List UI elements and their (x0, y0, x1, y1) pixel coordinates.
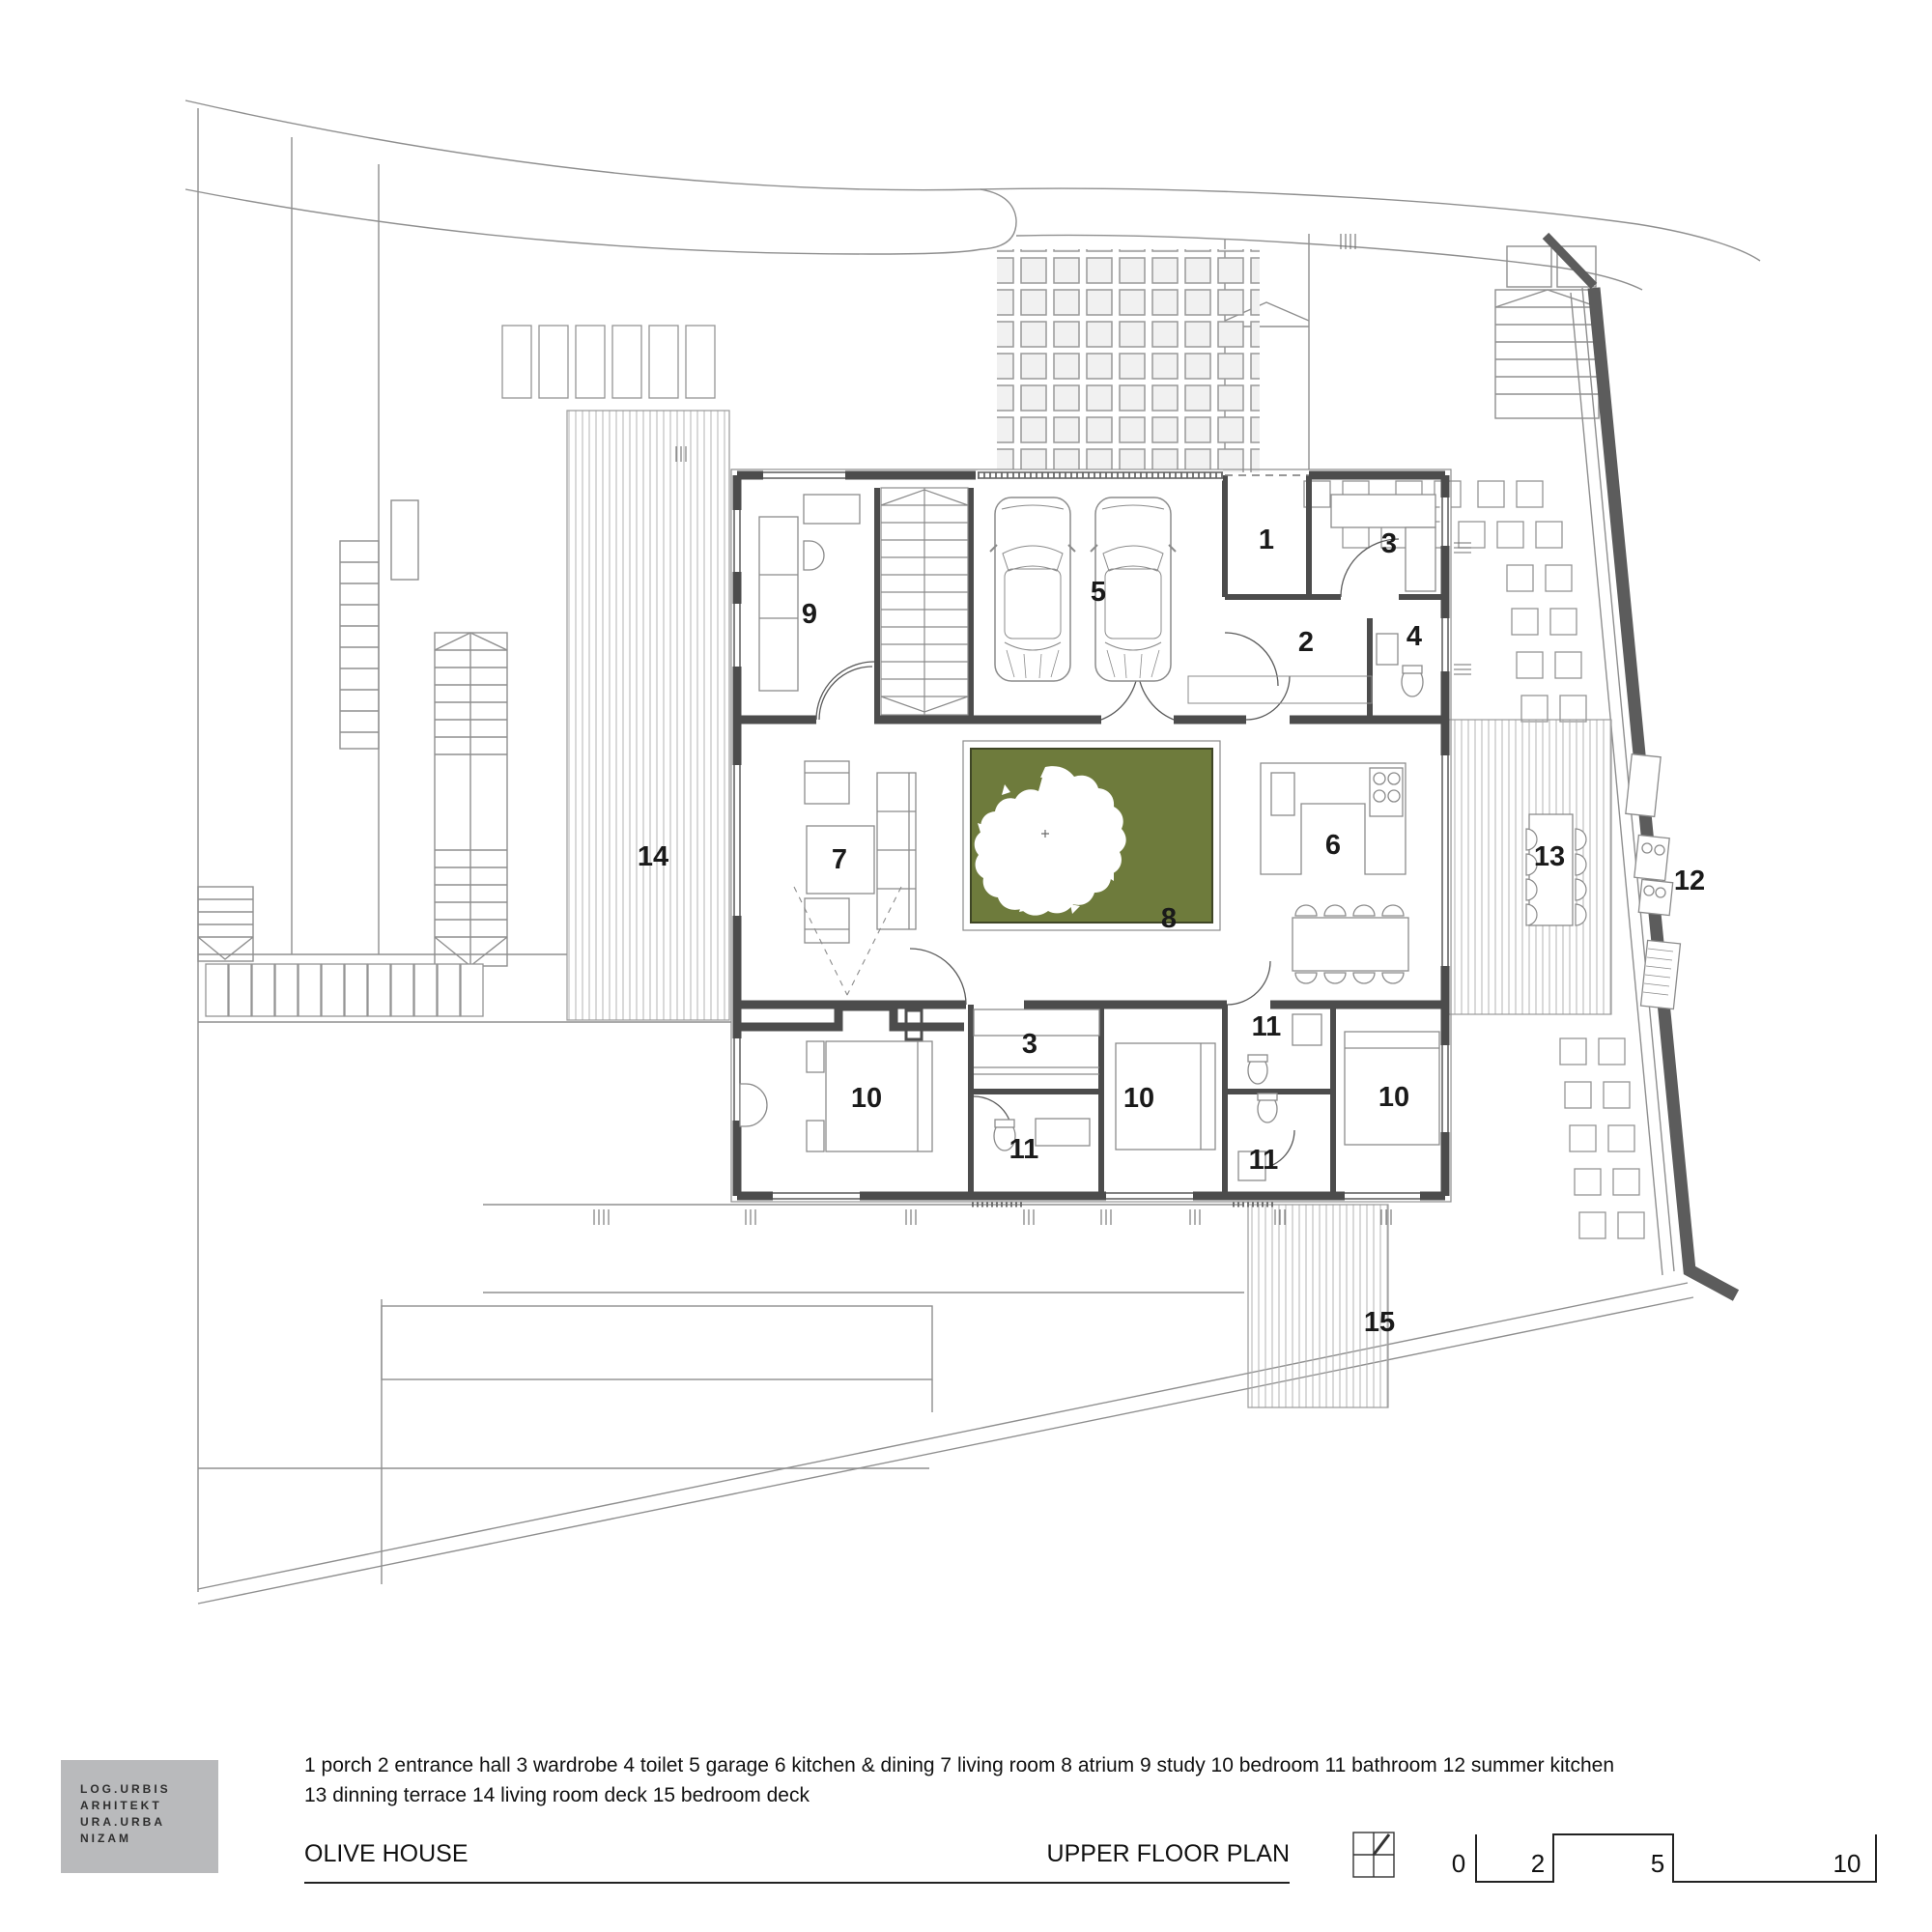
living-south-niche (737, 1002, 964, 1032)
room-label-summer-kitchen: 12 (1674, 866, 1705, 896)
niche-window (904, 1009, 923, 1041)
title-row: OLIVE HOUSE UPPER FLOOR PLAN (304, 1840, 1290, 1868)
atrium (962, 740, 1221, 931)
site-stairs-top-right (1494, 245, 1600, 419)
top-right-fixtures (1187, 494, 1436, 704)
room-label-living-room: 7 (832, 844, 847, 875)
logo-line-3: URA.URBA (80, 1815, 165, 1829)
road-edge-outer (185, 99, 1761, 262)
living-room-furniture (793, 760, 917, 996)
room-label-dining-terrace: 13 (1534, 841, 1565, 872)
room-label-bathroom-3: 11 (1249, 1145, 1279, 1176)
deck-14-living-room (566, 410, 730, 1021)
project-title: OLIVE HOUSE (304, 1840, 469, 1867)
room-label-living-deck: 14 (638, 841, 668, 872)
room-label-bedroom-1: 10 (851, 1083, 882, 1114)
room-label-study: 9 (802, 599, 817, 630)
room-label-porch: 1 (1259, 525, 1274, 555)
room-label-wardrobe-bottom: 3 (1022, 1029, 1037, 1060)
logo-line-2: ARHITEKT (80, 1799, 162, 1812)
scale-bar: 0 2 5 10 (1452, 1833, 1877, 1883)
north-icon (1352, 1832, 1395, 1878)
room-label-entrance-hall: 2 (1298, 627, 1314, 658)
sheet-title: UPPER FLOOR PLAN (1046, 1840, 1290, 1867)
site-context (185, 99, 1761, 1605)
room-label-atrium: 8 (1161, 903, 1177, 934)
logo-line-4: NIZAM (80, 1832, 131, 1845)
olive-tree-canopy (974, 766, 1126, 916)
room-label-bathroom-2: 11 (1009, 1134, 1039, 1165)
terrace-13-dining (1448, 719, 1612, 1015)
scale-label-0: 0 (1452, 1849, 1465, 1878)
deck-15-bedroom (1247, 1204, 1389, 1408)
external-stair-bottom-left (197, 886, 254, 962)
room-label-wardrobe-top: 3 (1381, 528, 1397, 559)
legend-line-1: 1 porch 2 entrance hall 3 wardrobe 4 toi… (304, 1754, 1615, 1776)
room-label-bedroom-deck: 15 (1364, 1307, 1395, 1338)
dimension-ticks (593, 234, 1471, 1225)
legend-line-2: 13 dinning terrace 14 living room deck 1… (304, 1784, 810, 1806)
legend: 1 porch 2 entrance hall 3 wardrobe 4 toi… (304, 1750, 1811, 1810)
garden-ladder (339, 499, 419, 750)
house-envelope-outline (730, 469, 1452, 1203)
paver-grid-driveway (997, 249, 1260, 472)
summer-kitchen-counter (1625, 753, 1682, 1010)
room-labels: 1 3 5 2 4 9 14 7 8 6 13 12 3 10 10 10 11… (638, 525, 1705, 1338)
title-underline (304, 1882, 1290, 1884)
road-corner (980, 188, 1017, 250)
study-furniture (758, 494, 861, 692)
room-label-toilet: 4 (1406, 621, 1422, 652)
scale-label-5: 5 (1651, 1849, 1664, 1878)
room-label-kitchen: 6 (1325, 830, 1341, 861)
road-edge-inner-right (1015, 234, 1643, 291)
bedroom-furniture (739, 1009, 1440, 1181)
scale-label-10: 10 (1833, 1849, 1861, 1878)
external-stair-left (434, 632, 508, 967)
stairwell (880, 487, 969, 716)
site-boundary-wall (1542, 232, 1740, 1301)
windows (731, 469, 1451, 1202)
planter-row-left (205, 963, 484, 1017)
garage-cars (989, 497, 1177, 682)
interior-walls (874, 475, 1445, 1196)
paver-row-top-left (501, 325, 716, 399)
firm-logo: LOG.URBIS ARHITEKT URA.URBA NIZAM (61, 1760, 218, 1873)
kitchen-furniture (1260, 762, 1409, 984)
scale-label-2: 2 (1531, 1849, 1545, 1878)
logo-line-1: LOG.URBIS (80, 1782, 171, 1796)
room-label-garage: 5 (1091, 577, 1106, 608)
road-edge-inner (185, 188, 982, 255)
room-label-bathroom-1: 11 (1252, 1011, 1282, 1042)
room-label-bedroom-3: 10 (1378, 1082, 1409, 1113)
room-label-bedroom-2: 10 (1123, 1083, 1154, 1114)
